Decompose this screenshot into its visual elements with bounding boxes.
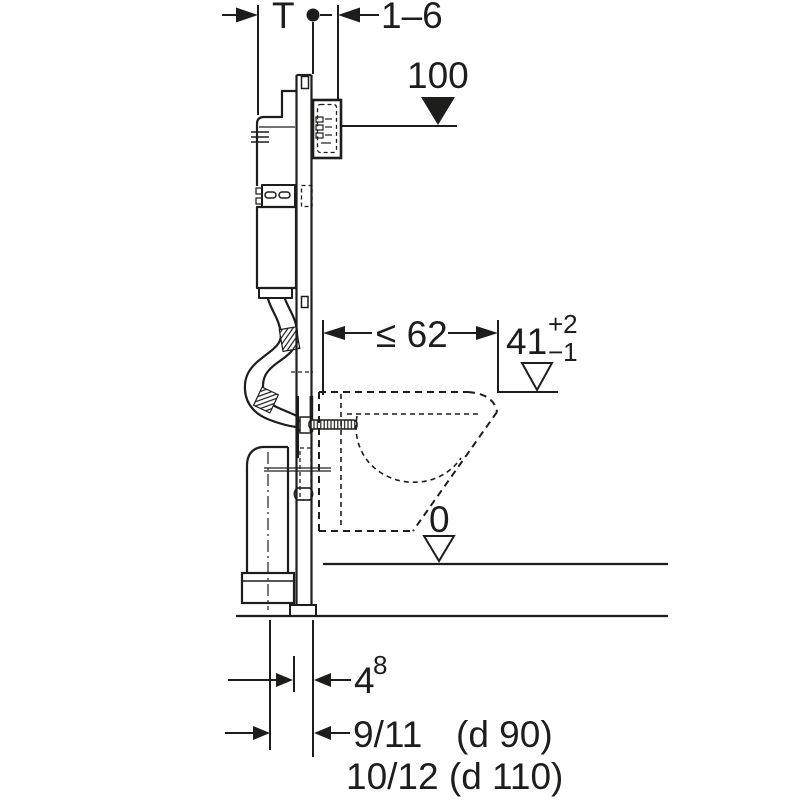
bottom-dimension-group — [225, 620, 351, 757]
drain-socket — [240, 571, 296, 605]
arrow-left-icon — [338, 7, 360, 23]
bowl-depth-dimension — [322, 320, 499, 395]
wc-bowl-outline — [318, 391, 498, 532]
threaded-rod — [296, 416, 358, 434]
arrow-left-icon — [314, 726, 331, 740]
arrow-left-icon — [323, 326, 345, 340]
arrow-right-icon — [236, 7, 258, 23]
floor-level-label: 0 — [429, 499, 450, 540]
top-dimension-group — [222, 5, 379, 115]
arrow-right-icon — [276, 673, 293, 687]
arrow-right-icon — [253, 726, 270, 740]
filled-level-triangle-icon — [421, 97, 455, 125]
floor-level-marker: 0 — [422, 499, 456, 563]
open-level-triangle-icon — [422, 535, 456, 563]
cistern-tank — [255, 205, 298, 290]
actuator-level-marker: 100 — [341, 55, 469, 127]
rim-height-marker: 41 +2 −1 — [498, 309, 578, 393]
open-level-triangle-icon — [520, 362, 554, 393]
max-bowl-depth-label: ≤ 62 — [376, 314, 448, 355]
outlet-offset-sup-label: 8 — [373, 650, 387, 680]
reference-dot-icon — [306, 8, 320, 22]
drain-pipe — [240, 445, 331, 610]
actuator-access-box — [311, 98, 343, 160]
arrow-right-icon — [476, 326, 498, 340]
outlet-row1-value-label: 9/11 — [353, 714, 422, 755]
floor-lines — [236, 562, 668, 618]
cistern — [251, 89, 313, 299]
outlet-row1-note-label: (d 90) — [456, 714, 553, 755]
rim-height-label: 41 — [506, 321, 547, 362]
pipe-clamp — [293, 487, 314, 501]
wall-finish-range-label: 1–6 — [381, 0, 443, 36]
outlet-row2-value-label: 10/12 (d 110) — [346, 756, 563, 797]
arrow-left-icon — [314, 673, 331, 687]
flush-bend-pipe — [243, 297, 301, 429]
corrugated-band-lower — [252, 386, 280, 414]
actuator-level-label: 100 — [407, 55, 469, 96]
rim-height-plus-tolerance: +2 — [548, 309, 578, 339]
outlet-offset-label: 4 — [354, 660, 375, 701]
frame-depth-label: T — [272, 0, 295, 36]
frame-foot — [289, 604, 317, 617]
hidden-bend-outline — [299, 447, 312, 501]
corrugated-band-upper — [278, 326, 301, 353]
